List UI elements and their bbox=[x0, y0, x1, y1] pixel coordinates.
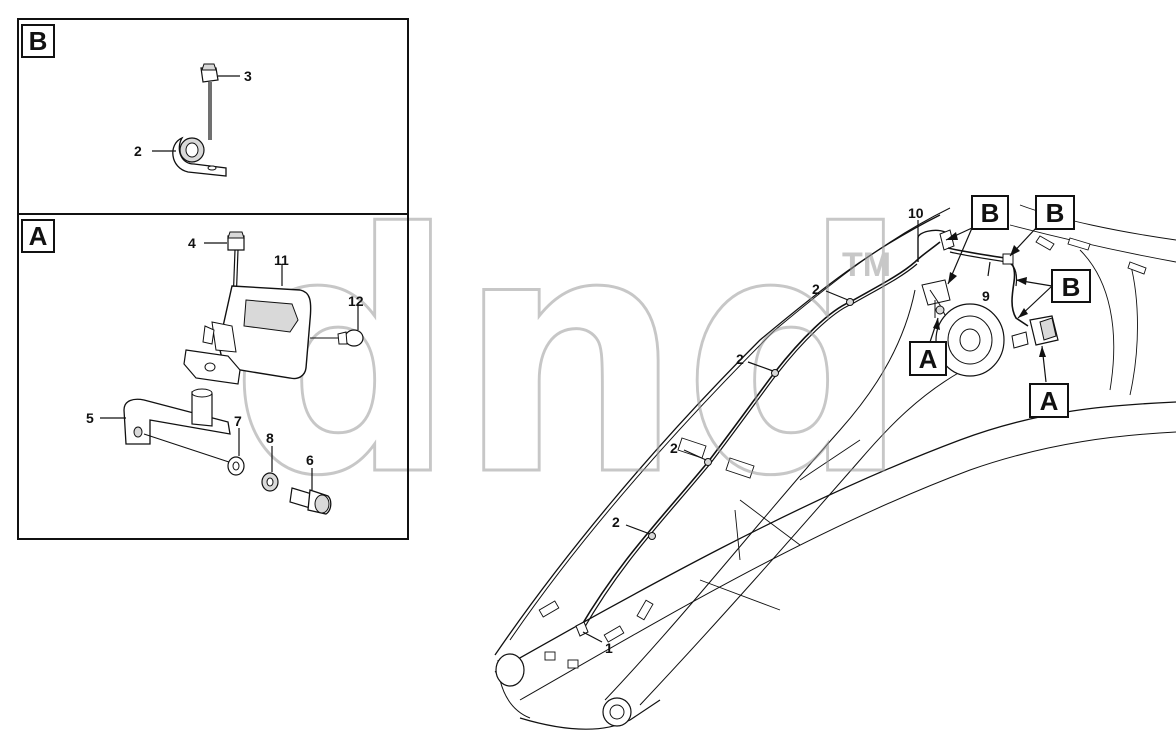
callout-a-7: 7 bbox=[234, 413, 242, 429]
bulb-icon bbox=[310, 329, 364, 347]
watermark-text: dnd bbox=[230, 164, 910, 548]
callout-a-5: 5 bbox=[86, 410, 94, 426]
watermark-tm: TM bbox=[842, 246, 891, 284]
inset-b-tag: B bbox=[29, 26, 48, 56]
wire-harness bbox=[575, 229, 1059, 637]
bracket-icon bbox=[123, 388, 239, 466]
callout-end-1: 1 bbox=[605, 640, 613, 656]
boom-drawing bbox=[494, 204, 1176, 730]
tag-a-1: A bbox=[919, 344, 938, 374]
screw-icon bbox=[289, 487, 332, 515]
callout-b-3: 3 bbox=[244, 68, 252, 84]
callout-a-6: 6 bbox=[306, 452, 314, 468]
clamp-icon bbox=[172, 136, 227, 177]
work-lamp-icon bbox=[183, 285, 312, 385]
inset-a: A 4 11 12 bbox=[21, 219, 364, 515]
inset-b: B 3 2 bbox=[21, 24, 252, 177]
inset-a-tag: A bbox=[29, 221, 48, 251]
callout-clip-3: 2 bbox=[736, 351, 744, 367]
callout-harness-10: 10 bbox=[908, 205, 924, 221]
lock-washer-icon bbox=[261, 472, 279, 492]
callout-a-12: 12 bbox=[348, 293, 364, 309]
tag-a-2: A bbox=[1040, 386, 1059, 416]
inset-panels bbox=[17, 18, 409, 540]
callout-a-4: 4 bbox=[188, 235, 196, 251]
callout-clip-1: 2 bbox=[612, 514, 620, 530]
bolt-icon bbox=[200, 63, 219, 140]
callout-a-8: 8 bbox=[266, 430, 274, 446]
main-callouts: 2 2 2 2 1 10 9 bbox=[582, 205, 991, 656]
tag-b-1: B bbox=[981, 198, 1000, 228]
callout-a-11: 11 bbox=[274, 252, 289, 268]
tag-b-2: B bbox=[1046, 198, 1065, 228]
washer-icon bbox=[227, 456, 245, 476]
tag-b-3: B bbox=[1062, 272, 1081, 302]
callout-clip-4: 2 bbox=[812, 281, 820, 297]
callout-harness-9: 9 bbox=[982, 288, 990, 304]
callout-clip-2: 2 bbox=[670, 440, 678, 456]
watermark-logo: dnd TM bbox=[229, 163, 912, 550]
callout-b-2: 2 bbox=[134, 143, 142, 159]
detail-tags: B B B A A bbox=[909, 195, 1091, 418]
